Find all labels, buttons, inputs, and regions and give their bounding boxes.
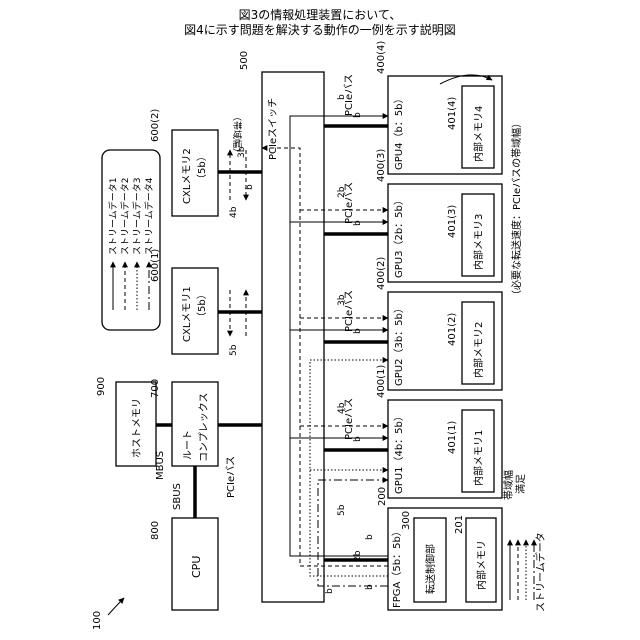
root-complex-box xyxy=(172,382,218,466)
ref-gpu-3: 400(3) xyxy=(376,149,387,182)
stream-data-label: ストリームデータ xyxy=(534,532,547,612)
ref-gpu-1-memory: 401(1) xyxy=(447,421,458,454)
ref-pcie-switch: 500 xyxy=(239,51,250,70)
fpga-flow-b-3: b xyxy=(325,588,335,594)
gpu1-flow-b: b xyxy=(353,436,363,442)
transfer-control-label: 転送制御部 xyxy=(424,544,437,594)
required-rate-note: （必要な転送速度：PCIeバスの帯域幅） xyxy=(510,118,523,300)
ref-fpga: 200 xyxy=(377,487,388,506)
legend-label-2: ストリームデータ2 xyxy=(119,178,131,255)
sbus-label: SBUS xyxy=(172,483,183,510)
gpu-4-memory-label: 内部メモリ4 xyxy=(472,106,485,162)
gpu2-flow-3b: 3b xyxy=(337,294,347,306)
fpga-flow-b-2: b xyxy=(365,584,375,590)
ref-system: 100 xyxy=(92,611,103,630)
gpu3-flow-2b: 2b xyxy=(337,186,347,198)
ref-transfer-control: 300 xyxy=(401,511,412,530)
route-stream-2-main xyxy=(262,148,388,566)
mbus-label: MBUS xyxy=(155,451,166,480)
ref-host-memory: 900 xyxy=(96,377,107,396)
ref-gpu-4-memory: 401(4) xyxy=(447,97,458,130)
ref-gpu-2-memory: 401(2) xyxy=(447,313,458,346)
gpu2-flow-b: b xyxy=(353,328,363,334)
gpu4-flow-b-1: b xyxy=(337,94,347,100)
gpu-3-memory-label: 内部メモリ3 xyxy=(472,214,485,270)
ref-cxl-memory-2: 600(2) xyxy=(150,109,161,142)
ref-fpga-memory: 201 xyxy=(454,515,465,534)
root-complex-label-1: ルート xyxy=(183,430,194,460)
cxl2-flow-b: b xyxy=(245,184,255,190)
cxl-memory-1-label: CXLメモリ1 xyxy=(182,286,193,342)
cxl-memory-2-box xyxy=(172,130,218,216)
cxl-memory-2-label: CXLメモリ2 xyxy=(182,148,193,204)
legend-label-4: ストリームデータ4 xyxy=(143,177,155,255)
gpu-2-memory-label: 内部メモリ2 xyxy=(472,322,485,378)
cxl2-flow-4b: 4b xyxy=(229,206,239,218)
gpu-1-label: GPU1（4b：5b） xyxy=(393,411,405,494)
legend-label-1: ストリームデータ1 xyxy=(107,178,119,255)
pcie-switch-label: PCIeスイッチ xyxy=(267,98,279,160)
gpu-4-label: GPU4（b：5b） xyxy=(393,93,405,170)
bw-satisfied-1: 帯域幅 xyxy=(502,470,515,500)
ref-gpu-3-memory: 401(3) xyxy=(447,205,458,238)
gpu1-flow-4b: 4b xyxy=(337,402,347,414)
fpga-flow-2b: 2b xyxy=(353,550,363,562)
gpu3-flow-b: b xyxy=(353,220,363,226)
gpu-2-label: GPU2（3b：5b） xyxy=(393,303,405,386)
cxl1-flow-5b: 5b xyxy=(229,344,239,356)
root-complex-label-2: コンプレックス xyxy=(198,393,210,462)
gpu4-flow-b-2: b xyxy=(353,112,363,118)
legend-label-3: ストリームデータ3 xyxy=(131,178,143,255)
host-memory-label: ホストメモリ xyxy=(131,398,143,458)
fpga-flow-b-1: b xyxy=(365,534,375,540)
route-stream-1-main xyxy=(290,116,388,556)
rc-pcie-bus-label: PCIeバス xyxy=(225,456,237,498)
ref-gpu-1: 400(1) xyxy=(376,365,387,398)
ref-system-arrow xyxy=(108,598,124,615)
ref-gpu-2: 400(2) xyxy=(376,257,387,290)
fpga-memory-label: 内部メモリ xyxy=(475,540,488,590)
cpu-label: CPU xyxy=(190,556,203,578)
gpu-1-memory-label: 内部メモリ1 xyxy=(472,430,485,486)
gpu-3-label: GPU3（2b：5b） xyxy=(393,195,405,278)
fpga-label: FPGA（5b：5b） xyxy=(391,526,403,608)
cxl-memory-1-bw: （5b） xyxy=(196,289,208,322)
cxl2-flow-3b: 3b xyxy=(237,146,247,158)
cxl-memory-1-box xyxy=(172,268,218,354)
ref-gpu-4: 400(4) xyxy=(376,41,387,74)
ref-cpu: 800 xyxy=(150,521,161,540)
bw-satisfied-2: 満足 xyxy=(515,474,527,494)
cxl-memory-2-bw: （5b） xyxy=(196,151,208,184)
fpga-flow-5b: 5b xyxy=(337,504,347,516)
